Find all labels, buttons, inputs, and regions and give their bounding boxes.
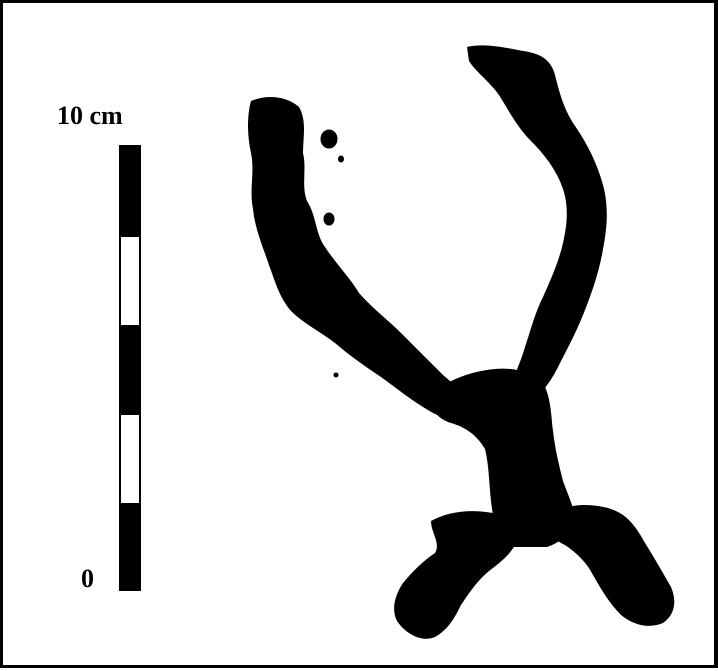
scale-top-label: 10 cm	[57, 101, 123, 130]
figure-torso	[432, 368, 577, 547]
figure-right-arm	[467, 45, 607, 400]
figure-left-arm	[248, 97, 473, 424]
figure-fragment	[333, 372, 339, 378]
figure-fragment	[320, 129, 338, 149]
figure-fragment	[323, 212, 335, 226]
scale-segment	[121, 147, 139, 237]
scale-bottom-label: 0	[81, 564, 94, 593]
scale-segment	[121, 503, 139, 589]
scale-segment	[121, 237, 139, 325]
scale-segment	[121, 325, 139, 415]
figure-fragment	[338, 155, 344, 163]
figure-left-leg	[394, 511, 518, 639]
anthropomorphic-figure-silhouette-icon	[248, 45, 675, 639]
figure-right-leg	[548, 505, 675, 626]
scale-bar	[119, 145, 141, 591]
scale-segment	[121, 415, 139, 503]
